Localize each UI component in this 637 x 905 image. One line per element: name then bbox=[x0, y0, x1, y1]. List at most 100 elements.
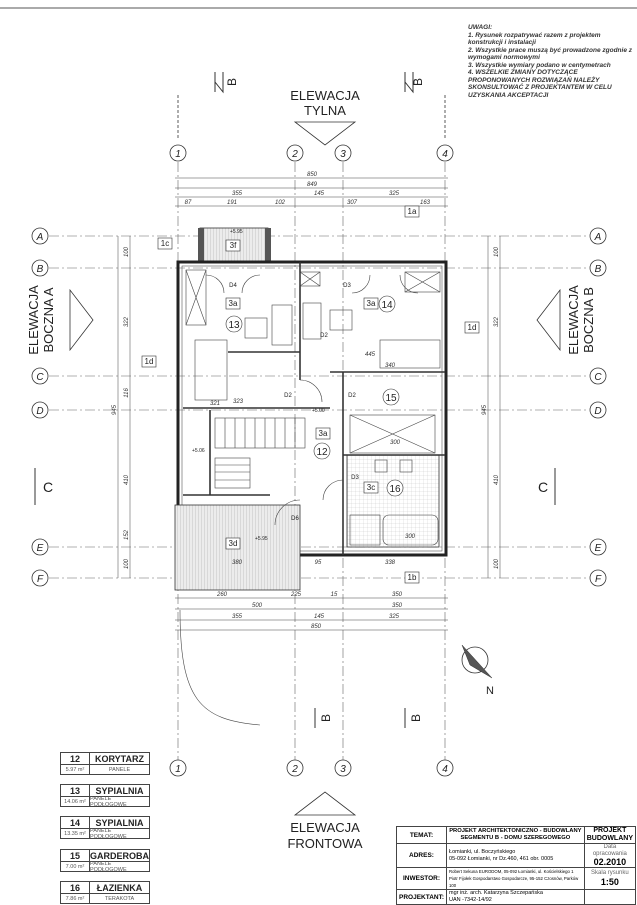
room-legend-12: 12 KORYTARZ 5.97 m² PANELE bbox=[60, 752, 150, 775]
axis-f-right: F bbox=[595, 574, 602, 585]
dim-text: 145 bbox=[314, 191, 325, 197]
room-13: 13 bbox=[228, 320, 240, 331]
temat-line: PROJEKT ARCHITEKTONICZNO - BUDOWLANY bbox=[449, 828, 582, 834]
room-16: 16 bbox=[389, 484, 401, 495]
door-d2: D2 bbox=[320, 333, 328, 339]
inwestor-line: Piotr Fijołek Gospodarstwo Gospodarcze, … bbox=[449, 876, 579, 888]
door-d6: D6 bbox=[291, 516, 299, 522]
north-label: N bbox=[486, 685, 494, 697]
dim-text: 410 bbox=[124, 474, 130, 485]
dim-text: 191 bbox=[227, 200, 237, 206]
legend-area: 5.97 m² bbox=[61, 765, 90, 774]
legend-number: 12 bbox=[61, 753, 90, 764]
legend-finish: PANELE bbox=[108, 766, 131, 773]
tag-1c: 1c bbox=[161, 239, 169, 248]
balcony-wall bbox=[198, 228, 204, 262]
axis-a-left: A bbox=[36, 232, 44, 243]
dim-text: 850 bbox=[311, 624, 322, 630]
projektant-label: PROJEKTANT: bbox=[395, 889, 448, 905]
note-line: 1. Rysunek rozpatrywać razem z projektem… bbox=[468, 31, 601, 47]
dim-text: 945 bbox=[112, 404, 118, 415]
section-c-right: C bbox=[538, 479, 548, 495]
tag-3a: 3a bbox=[367, 299, 376, 308]
axis-c-left: C bbox=[36, 372, 44, 383]
toilet bbox=[399, 459, 413, 473]
scale-label: Skala rysunku bbox=[591, 870, 629, 877]
date-label: Data opracowania bbox=[592, 844, 627, 857]
chair bbox=[244, 317, 268, 339]
dim-text: 100 bbox=[494, 246, 500, 257]
dim-text: 500 bbox=[252, 603, 263, 609]
dim-text: 355 bbox=[232, 191, 243, 197]
section-c-left: C bbox=[43, 479, 53, 495]
dim-text: 95 bbox=[315, 560, 322, 566]
room-numbers: 12 13 14 15 16 bbox=[225, 295, 404, 497]
legend-name: SYPIALNIA bbox=[95, 817, 144, 828]
notes-title: UWAGI: bbox=[468, 24, 493, 31]
axis-1-top: 1 bbox=[175, 149, 181, 160]
dim-text: 163 bbox=[420, 200, 431, 206]
inwestor-label: INWESTOR: bbox=[395, 867, 448, 890]
projektant-line: mgr inż. arch. Katarzyna Szczepańska bbox=[449, 890, 543, 896]
axis-d-left: D bbox=[36, 406, 43, 417]
axis-a-right: A bbox=[594, 232, 602, 243]
elevation-side-a-line1: ELEWACJA bbox=[26, 285, 41, 355]
stage-line: BUDOWLANY bbox=[586, 835, 633, 842]
dim-text: 410 bbox=[494, 474, 500, 485]
axis-2-bottom: 2 bbox=[291, 764, 298, 775]
building-walls bbox=[174, 227, 448, 726]
dim-text: 325 bbox=[389, 614, 400, 620]
bed bbox=[379, 339, 441, 369]
notes-block: UWAGI: 1. Rysunek rozpatrywać razem z pr… bbox=[468, 24, 634, 99]
stage-line: PROJEKT bbox=[593, 827, 627, 834]
north-arrow: N bbox=[461, 644, 494, 697]
legend-area: 7.00 m² bbox=[61, 862, 90, 871]
tag-1a: 1a bbox=[408, 207, 417, 216]
room-14: 14 bbox=[381, 300, 393, 311]
legend-number: 14 bbox=[61, 817, 90, 828]
bed bbox=[194, 339, 228, 401]
axis-bubbles bbox=[31, 144, 607, 777]
inwestor-line: Robert Sekuna EURODOM, 05-092 Łomianki, … bbox=[449, 869, 574, 874]
level-mark: +5.95 bbox=[230, 229, 243, 235]
washbasin bbox=[374, 459, 388, 473]
dim-text: 260 bbox=[216, 592, 228, 598]
adres-line: Łomianki, ul. Boczyńskiego bbox=[449, 848, 516, 855]
elevation-markers bbox=[69, 95, 561, 816]
dim-text: 145 bbox=[314, 614, 325, 620]
dim-top-inner: 849 bbox=[307, 182, 318, 188]
tag-3d: 3d bbox=[229, 539, 238, 548]
exterior-wall-inner bbox=[181, 265, 443, 552]
shower bbox=[349, 514, 381, 546]
dim-text: 300 bbox=[405, 534, 416, 540]
legend-finish: PANELE PODŁOGOWE bbox=[90, 795, 127, 808]
adres-label: ADRES: bbox=[395, 843, 448, 868]
door-d4: D4 bbox=[229, 283, 237, 289]
dim-top-total: 850 bbox=[307, 172, 318, 178]
legend-area: 14.06 m² bbox=[61, 797, 90, 806]
axis-labels: 1 2 3 4 1 2 3 4 A B C D E F A B C D E F bbox=[36, 149, 603, 775]
legend-area: 7.86 m² bbox=[61, 894, 90, 903]
tag-1b: 1b bbox=[408, 573, 417, 582]
dim-text: 225 bbox=[290, 592, 302, 598]
chair bbox=[329, 309, 353, 331]
elevation-side-a-line2: BOCZNA A bbox=[41, 287, 56, 352]
dim-text: 445 bbox=[365, 352, 376, 358]
dim-text: 307 bbox=[347, 200, 358, 206]
date-value: 02.2010 bbox=[593, 857, 627, 867]
axis-e-right: E bbox=[595, 543, 602, 554]
axis-1-bottom: 1 bbox=[175, 764, 181, 775]
legend-name: KORYTARZ bbox=[95, 753, 144, 764]
dim-text: 100 bbox=[124, 246, 130, 257]
tag-1d: 1d bbox=[468, 323, 477, 332]
dim-text: 152 bbox=[124, 529, 130, 540]
axis-3-top: 3 bbox=[340, 149, 346, 160]
door-d2: D2 bbox=[348, 393, 356, 399]
dim-text: 380 bbox=[232, 560, 243, 566]
dim-text: 350 bbox=[392, 603, 403, 609]
elevation-side-b-line2: BOCZNA B bbox=[581, 287, 596, 353]
